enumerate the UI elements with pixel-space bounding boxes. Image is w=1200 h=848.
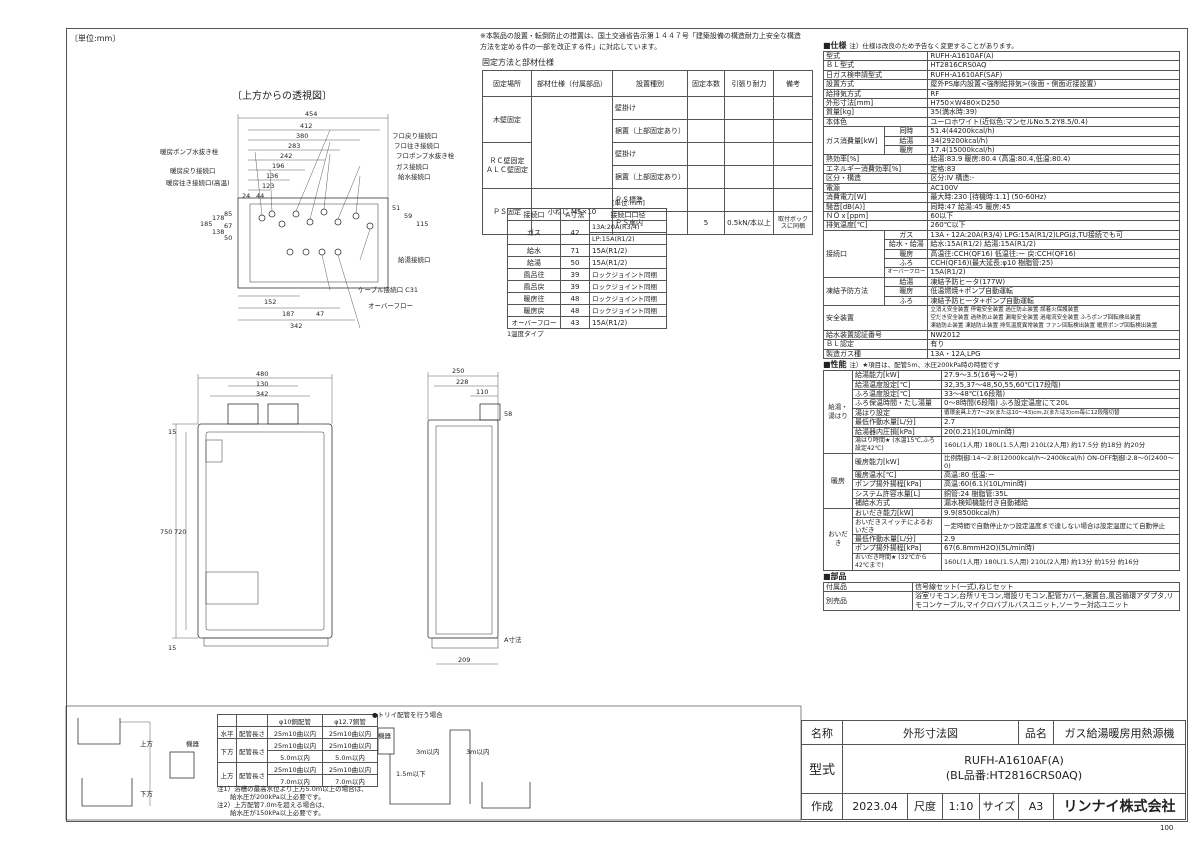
conn-unit: [単位:mm]: [612, 199, 645, 207]
drawing-frame: [66, 28, 1188, 822]
perf-table: 給湯・湯はり給湯能力[kW]27.9〜3.5(16号〜2号) 給湯温度設定[℃]…: [823, 370, 1180, 571]
unit-label: 〔単位:mm〕: [70, 34, 121, 43]
fix-method-title: 固定方法と部材仕様: [482, 58, 554, 67]
parts-title: ■部品: [823, 571, 847, 581]
perf-title: ■性能 注）★項目は、配管5m、水圧200kPa時の時間です: [823, 360, 1000, 370]
title-block: 名称 外形寸法図 品名 ガス給湯暖房用熱源機 型式 RUFH-A1610AF(A…: [801, 719, 1186, 821]
top-view-drawing: [237, 114, 389, 329]
conn-note: 1温度タイプ: [507, 330, 544, 338]
installation-diagram: [65, 705, 802, 821]
regulation-notice: ※本製品の設置・転倒防止の措置は、国土交通省告示第１４４７号「建築設備の構造耐力…: [480, 32, 801, 51]
spec-title: ■仕様 注）仕様は改良のため予告なく変更することがあります。: [823, 41, 1018, 50]
parts-table: 付属品信号線セット(一式),ねじセット 別売品浴室リモコン,台所リモコン,増設リ…: [823, 581, 1180, 612]
page-number: 100: [1160, 824, 1174, 832]
side-view-drawing: [427, 372, 501, 665]
perspective-label: 〔上方からの透視図〕: [232, 91, 332, 102]
front-view-drawing: [172, 374, 333, 647]
